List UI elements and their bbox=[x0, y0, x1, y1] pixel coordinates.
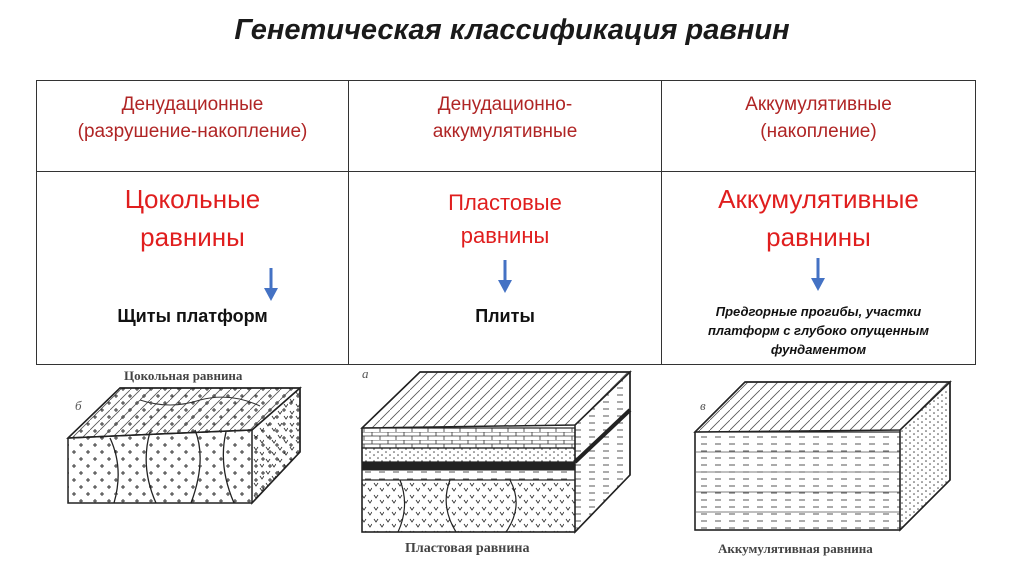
header-line: Аккумулятивные bbox=[745, 94, 892, 115]
plain-base-label: Плиты bbox=[475, 306, 535, 326]
socle-plain-block bbox=[66, 386, 302, 505]
plain-type-line: Аккумулятивные bbox=[718, 184, 919, 214]
down-arrow-icon bbox=[498, 260, 512, 293]
plain-type-line: Цокольные bbox=[124, 184, 261, 214]
plain-base-label: Предгорные прогибы, участки платформ с г… bbox=[662, 302, 975, 359]
body-cell-stratal: Пластовые равнины Плиты bbox=[348, 171, 662, 365]
plain-base-line: фундаментом bbox=[770, 342, 867, 357]
figure-caption: Цокольная равнина bbox=[124, 368, 243, 383]
plain-base-line: Предгорные прогибы, участки bbox=[715, 304, 922, 319]
plain-base-line: платформ с глубоко опущенным bbox=[707, 323, 930, 338]
figure-letter: б bbox=[75, 398, 82, 413]
header-row: Денудационные (разрушение-накопление) Де… bbox=[36, 80, 976, 172]
figure-caption: Аккумулятивная равнина bbox=[718, 541, 873, 556]
stratal-plain-block bbox=[360, 370, 632, 534]
header-cell-denudation-accumulation: Денудационно- аккумулятивные bbox=[348, 80, 662, 172]
figure-caption: Пластовая равнина bbox=[405, 541, 530, 556]
plain-type-line: равнины bbox=[460, 223, 550, 248]
down-arrow-icon bbox=[811, 258, 825, 291]
plain-type-line: равнины bbox=[140, 222, 245, 252]
page-title: Генетическая классификация равнин bbox=[234, 14, 790, 46]
figure-letter: в bbox=[700, 398, 706, 413]
plain-type-line: Пластовые bbox=[448, 190, 562, 215]
header-line: аккумулятивные bbox=[432, 121, 578, 142]
plain-base-label: Щиты платформ bbox=[117, 306, 268, 326]
header-line: (накопление) bbox=[760, 121, 877, 142]
figure-letter: а bbox=[362, 366, 369, 381]
body-cell-accumulative: Аккумулятивные равнины Предгорные прогиб… bbox=[661, 171, 976, 365]
header-line: (разрушение-накопление) bbox=[77, 121, 308, 142]
header-line: Денудационно- bbox=[437, 94, 573, 115]
classification-table: Денудационные (разрушение-накопление) Де… bbox=[36, 80, 976, 365]
body-cell-socle: Цокольные равнины Щиты платформ bbox=[36, 171, 349, 365]
accumulative-plain-block bbox=[693, 380, 952, 532]
down-arrow-icon bbox=[264, 268, 278, 301]
plain-type-line: равнины bbox=[766, 222, 871, 252]
header-cell-denudation: Денудационные (разрушение-накопление) bbox=[36, 80, 349, 172]
body-row: Цокольные равнины Щиты платформ Пластовы… bbox=[36, 171, 976, 365]
header-cell-accumulation: Аккумулятивные (накопление) bbox=[661, 80, 976, 172]
header-line: Денудационные bbox=[121, 94, 264, 115]
